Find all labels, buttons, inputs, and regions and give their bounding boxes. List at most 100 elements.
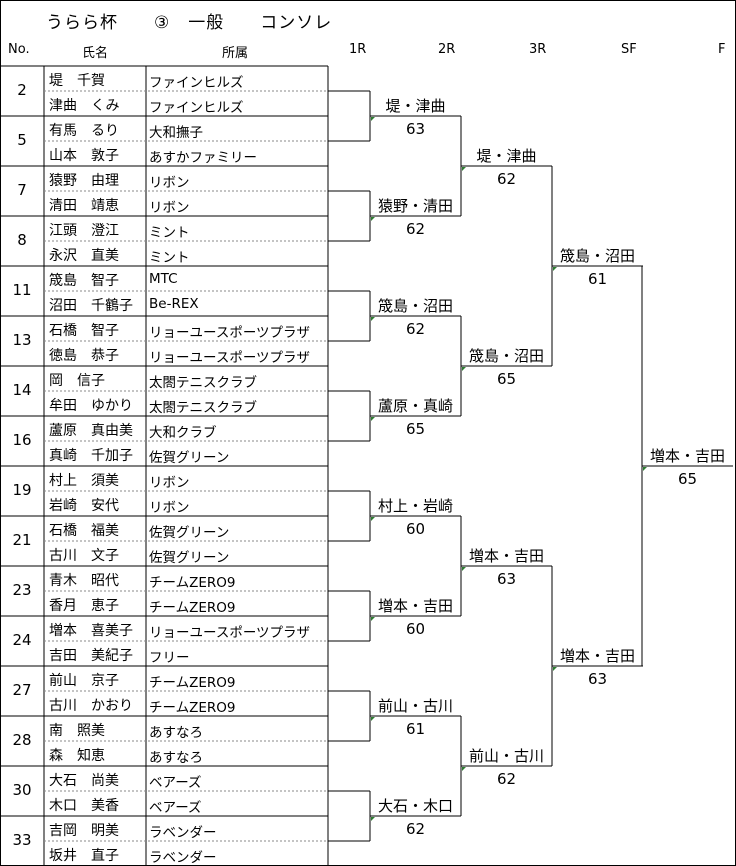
- match-winner: 堤・津曲: [476, 147, 537, 165]
- player-club: リョーユースポーツプラザ: [149, 325, 311, 341]
- seed-number: 24: [12, 631, 32, 649]
- player-club: ミント: [149, 225, 190, 241]
- player-name: 沼田 千鶴子: [49, 298, 133, 314]
- header-final: F: [718, 42, 726, 57]
- header-semifinal: SF: [621, 42, 637, 57]
- seed-number: 30: [12, 781, 32, 799]
- player-club: チームZERO9: [149, 700, 236, 716]
- player-name: 真崎 千加子: [49, 448, 133, 464]
- player-name: 徳島 恭子: [49, 348, 119, 364]
- player-name: 古川 文子: [49, 548, 119, 564]
- player-club: あすなろ: [149, 725, 203, 741]
- seed-number: 13: [12, 331, 32, 349]
- seed-number: 33: [12, 831, 32, 849]
- match-winner: 大石・木口: [377, 797, 453, 815]
- player-name: 香月 恵子: [49, 598, 119, 614]
- seed-number: 21: [12, 531, 32, 549]
- player-name: 前山 京子: [49, 673, 119, 689]
- seed-number: 11: [12, 281, 32, 299]
- player-name: 筬島 智子: [49, 273, 119, 289]
- player-club: リョーユースポーツプラザ: [149, 350, 311, 366]
- player-name: 南 照美: [49, 723, 105, 739]
- match-winner: 筬島・沼田: [468, 347, 544, 365]
- player-name: 清田 靖恵: [49, 198, 119, 214]
- player-name: 木口 美香: [49, 798, 119, 814]
- player-name: 蘆原 真由美: [49, 423, 133, 439]
- player-name: 江頭 澄江: [49, 223, 119, 239]
- player-name: 有馬 るり: [49, 123, 119, 139]
- seed-number: 7: [17, 181, 27, 199]
- match-score: 62: [405, 820, 426, 838]
- player-club: リボン: [149, 475, 190, 491]
- player-club: リボン: [149, 200, 190, 216]
- player-name: 永沢 直美: [49, 248, 119, 264]
- player-club: MTC: [149, 271, 178, 287]
- match-score: 62: [405, 220, 426, 238]
- player-name: 増本 喜美子: [49, 623, 133, 639]
- header-round-3: 3R: [529, 42, 547, 57]
- player-name: 村上 須美: [49, 473, 119, 489]
- player-name: 堤 千賀: [49, 73, 105, 89]
- player-club: 佐賀グリーン: [149, 450, 230, 466]
- match-winner: 猿野・清田: [377, 197, 453, 215]
- match-score: 62: [496, 170, 517, 188]
- seed-number: 28: [12, 731, 32, 749]
- header-round-2: 2R: [438, 42, 456, 57]
- player-club: リボン: [149, 175, 190, 191]
- page-title: うらら杯 ③ 一般 コンソレ: [46, 13, 333, 33]
- seed-number: 14: [12, 381, 32, 399]
- player-name: 山本 敦子: [49, 148, 119, 164]
- player-club: Be-REX: [149, 296, 199, 312]
- match-winner: 前山・古川: [377, 697, 453, 715]
- player-club: リボン: [149, 500, 190, 516]
- player-club: 佐賀グリーン: [149, 525, 230, 541]
- match-winner: 村上・岩崎: [377, 497, 453, 515]
- player-club: ラベンダー: [149, 850, 217, 866]
- player-name: 石橋 福美: [49, 523, 119, 539]
- player-name: 吉田 美紀子: [49, 648, 133, 664]
- seed-number: 5: [17, 131, 27, 149]
- seed-number: 27: [12, 681, 32, 699]
- player-club: 大和撫子: [149, 125, 203, 141]
- player-name: 森 知恵: [49, 748, 105, 764]
- player-club: ファインヒルズ: [149, 75, 244, 91]
- seed-number: 23: [12, 581, 32, 599]
- match-winner: 前山・古川: [468, 747, 544, 765]
- match-winner: 堤・津曲: [385, 97, 446, 115]
- seed-number: 19: [12, 481, 32, 499]
- player-club: チームZERO9: [149, 575, 236, 591]
- player-name: 大石 尚美: [49, 773, 119, 789]
- player-club: ベアーズ: [149, 800, 202, 816]
- match-score: 60: [405, 620, 426, 638]
- match-winner: 増本・吉田: [559, 647, 635, 665]
- player-club: あすかファミリー: [149, 150, 257, 166]
- match-score: 63: [587, 670, 608, 688]
- player-club: 太閤テニスクラブ: [149, 375, 257, 391]
- player-name: 石橋 智子: [49, 323, 119, 339]
- match-score: 63: [496, 570, 517, 588]
- match-score: 61: [405, 720, 426, 738]
- player-club: ベアーズ: [149, 775, 202, 791]
- player-club: リョーユースポーツプラザ: [149, 625, 311, 641]
- match-score: 65: [405, 420, 426, 438]
- match-winner: 増本・吉田: [468, 547, 544, 565]
- seed-number: 2: [17, 81, 27, 99]
- player-club: 佐賀グリーン: [149, 550, 230, 566]
- player-name: 猿野 由理: [49, 173, 119, 189]
- player-name: 岩崎 安代: [49, 498, 119, 514]
- match-score: 61: [587, 270, 608, 288]
- player-name: 青木 昭代: [49, 573, 119, 589]
- player-club: あすなろ: [149, 750, 203, 766]
- match-winner: 筬島・沼田: [377, 297, 453, 315]
- match-score: 60: [405, 520, 426, 538]
- player-name: 坂井 直子: [49, 848, 119, 864]
- header-club: 所属: [222, 46, 249, 61]
- header-no: No.: [8, 42, 30, 57]
- match-score: 63: [405, 120, 426, 138]
- player-club: 大和クラブ: [149, 425, 217, 441]
- match-winner: 増本・吉田: [649, 447, 725, 465]
- player-club: フリー: [149, 650, 190, 666]
- player-club: ミント: [149, 250, 190, 266]
- player-club: チームZERO9: [149, 675, 236, 691]
- player-club: 太閤テニスクラブ: [149, 400, 257, 416]
